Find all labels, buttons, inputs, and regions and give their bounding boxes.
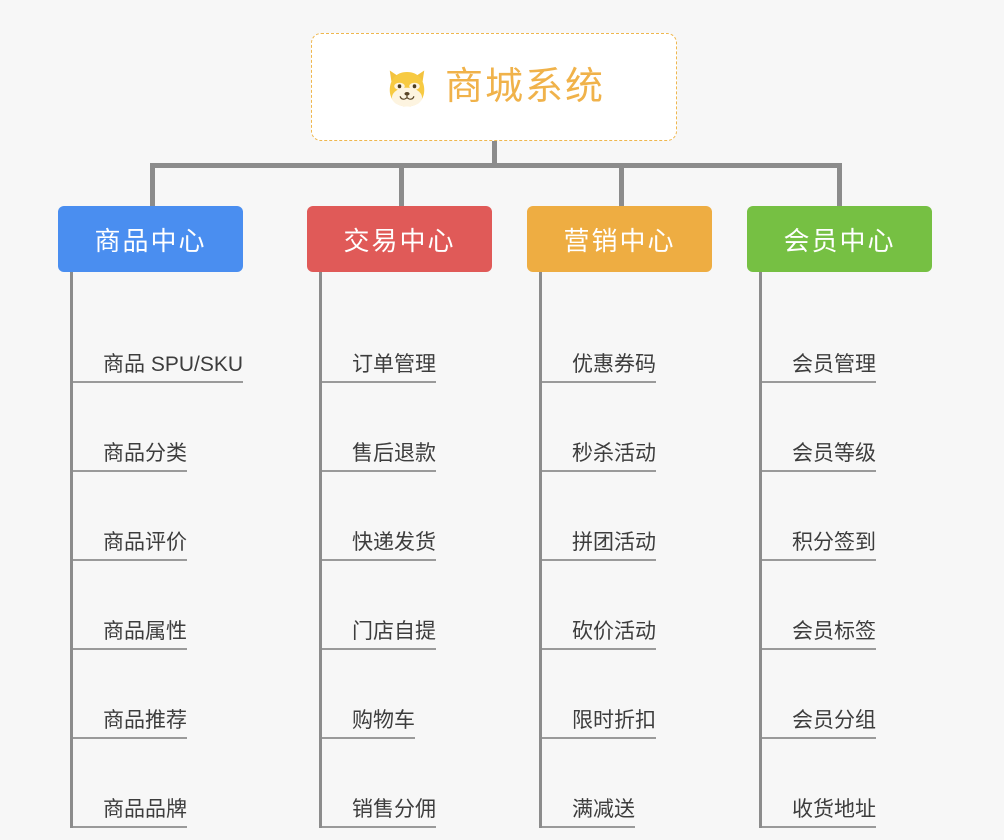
- list-item[interactable]: 商品评价: [73, 472, 243, 561]
- leaf-list-0: 商品 SPU/SKU 商品分类 商品评价 商品属性 商品推荐 商品品牌: [70, 272, 243, 828]
- leaf-label: 优惠券码: [542, 354, 656, 383]
- leaf-underline: [542, 737, 656, 739]
- leaf-underline: [322, 648, 436, 650]
- list-item[interactable]: 满减送: [542, 739, 712, 828]
- category-header-label-0: 商品中心: [94, 225, 207, 256]
- root-node-label: 商城系统: [444, 66, 605, 108]
- leaf-label: 商品品牌: [73, 799, 187, 828]
- leaf-label: 会员等级: [762, 443, 876, 472]
- leaf-label: 收货地址: [762, 799, 876, 828]
- leaf-label: 会员管理: [762, 354, 876, 383]
- leaf-underline: [762, 470, 876, 472]
- leaf-underline: [73, 648, 187, 650]
- leaf-label: 订单管理: [322, 354, 436, 383]
- leaf-underline: [762, 826, 876, 828]
- leaf-underline: [73, 559, 187, 561]
- list-item[interactable]: 商品 SPU/SKU: [73, 294, 243, 383]
- leaf-underline: [73, 470, 187, 472]
- list-item[interactable]: 会员标签: [762, 561, 932, 650]
- list-item[interactable]: 商品属性: [73, 561, 243, 650]
- list-item[interactable]: 订单管理: [322, 294, 492, 383]
- leaf-underline: [762, 559, 876, 561]
- list-item[interactable]: 售后退款: [322, 383, 492, 472]
- leaf-underline: [322, 381, 436, 383]
- leaf-label: 砍价活动: [542, 621, 656, 650]
- connector-drop-1: [150, 163, 155, 206]
- leaf-label: 售后退款: [322, 443, 436, 472]
- list-item[interactable]: 限时折扣: [542, 650, 712, 739]
- leaf-label: 商品评价: [73, 532, 187, 561]
- list-item[interactable]: 拼团活动: [542, 472, 712, 561]
- list-item[interactable]: 会员管理: [762, 294, 932, 383]
- category-header-label-3: 会员中心: [783, 225, 896, 256]
- leaf-underline: [542, 826, 635, 828]
- leaf-underline: [73, 826, 187, 828]
- leaf-underline: [762, 381, 876, 383]
- list-item[interactable]: 快递发货: [322, 472, 492, 561]
- list-item[interactable]: 优惠券码: [542, 294, 712, 383]
- leaf-label: 购物车: [322, 710, 415, 739]
- category-column-会员中心: 会员中心 会员管理 会员等级 积分签到 会员标签 会员分组 收货地址: [747, 206, 932, 828]
- leaf-underline: [322, 559, 436, 561]
- leaf-label: 限时折扣: [542, 710, 656, 739]
- leaf-underline: [542, 648, 656, 650]
- list-item[interactable]: 商品分类: [73, 383, 243, 472]
- list-item[interactable]: 商品推荐: [73, 650, 243, 739]
- leaf-label: 积分签到: [762, 532, 876, 561]
- leaf-label: 商品推荐: [73, 710, 187, 739]
- list-item[interactable]: 门店自提: [322, 561, 492, 650]
- leaf-underline: [322, 737, 415, 739]
- category-column-商品中心: 商品中心 商品 SPU/SKU 商品分类 商品评价 商品属性 商品推荐 商品品牌: [58, 206, 243, 828]
- connector-drop-2: [399, 163, 404, 206]
- connector-horizontal-bus: [150, 163, 842, 168]
- shiba-dog-icon: [389, 70, 425, 107]
- leaf-underline: [762, 737, 876, 739]
- category-header-0[interactable]: 商品中心: [58, 206, 243, 272]
- list-item[interactable]: 会员等级: [762, 383, 932, 472]
- leaf-label: 门店自提: [322, 621, 436, 650]
- category-header-2[interactable]: 营销中心: [527, 206, 712, 272]
- category-header-label-2: 营销中心: [563, 225, 676, 256]
- leaf-underline: [322, 470, 436, 472]
- list-item[interactable]: 会员分组: [762, 650, 932, 739]
- category-column-交易中心: 交易中心 订单管理 售后退款 快递发货 门店自提 购物车 销售分佣: [307, 206, 492, 828]
- leaf-label: 销售分佣: [322, 799, 436, 828]
- leaf-label: 拼团活动: [542, 532, 656, 561]
- leaf-list-3: 会员管理 会员等级 积分签到 会员标签 会员分组 收货地址: [759, 272, 932, 828]
- category-header-1[interactable]: 交易中心: [307, 206, 492, 272]
- leaf-underline: [762, 648, 876, 650]
- leaf-underline: [542, 559, 656, 561]
- leaf-label: 满减送: [542, 799, 635, 828]
- connector-root-stem: [492, 141, 497, 165]
- list-item[interactable]: 购物车: [322, 650, 492, 739]
- leaf-label: 商品属性: [73, 621, 187, 650]
- category-column-营销中心: 营销中心 优惠券码 秒杀活动 拼团活动 砍价活动 限时折扣 满减送: [527, 206, 712, 828]
- leaf-label: 商品 SPU/SKU: [73, 354, 243, 383]
- leaf-underline: [542, 381, 656, 383]
- list-item[interactable]: 收货地址: [762, 739, 932, 828]
- list-item[interactable]: 砍价活动: [542, 561, 712, 650]
- leaf-underline: [542, 470, 656, 472]
- category-header-label-1: 交易中心: [343, 225, 456, 256]
- leaf-underline: [322, 826, 436, 828]
- leaf-list-1: 订单管理 售后退款 快递发货 门店自提 购物车 销售分佣: [319, 272, 492, 828]
- leaf-label: 快递发货: [322, 532, 436, 561]
- leaf-label: 秒杀活动: [542, 443, 656, 472]
- list-item[interactable]: 商品品牌: [73, 739, 243, 828]
- category-header-3[interactable]: 会员中心: [747, 206, 932, 272]
- connector-drop-3: [619, 163, 624, 206]
- connector-drop-4: [837, 163, 842, 206]
- leaf-underline: [73, 381, 243, 383]
- list-item[interactable]: 秒杀活动: [542, 383, 712, 472]
- leaf-underline: [73, 737, 187, 739]
- leaf-list-2: 优惠券码 秒杀活动 拼团活动 砍价活动 限时折扣 满减送: [539, 272, 712, 828]
- leaf-label: 会员分组: [762, 710, 876, 739]
- list-item[interactable]: 销售分佣: [322, 739, 492, 828]
- root-node[interactable]: 商城系统: [311, 33, 677, 141]
- list-item[interactable]: 积分签到: [762, 472, 932, 561]
- leaf-label: 会员标签: [762, 621, 876, 650]
- leaf-label: 商品分类: [73, 443, 187, 472]
